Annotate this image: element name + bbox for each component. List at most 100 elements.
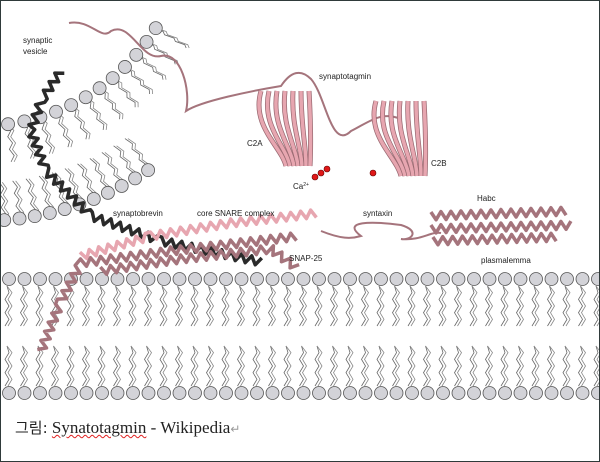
lipid-head — [95, 386, 109, 400]
lipid-tail — [22, 345, 28, 387]
lipid-head — [389, 272, 404, 286]
lipid-head — [12, 211, 27, 226]
snap25-helix-1 — [37, 231, 298, 352]
lipid-tail — [24, 121, 34, 159]
lipid-head — [27, 209, 42, 224]
lipid-tail — [66, 345, 72, 387]
caption-separator: - — [146, 418, 161, 437]
lipid-tail — [409, 345, 416, 387]
lipid-head — [48, 272, 63, 286]
lipid-head — [141, 163, 156, 178]
lipid-head — [157, 386, 171, 400]
lipid-head — [139, 35, 154, 49]
lipid-head — [141, 272, 156, 286]
lipid-tail — [254, 285, 261, 327]
lipid-tail — [239, 345, 245, 387]
lipid-head — [57, 202, 72, 216]
lipid-head — [498, 386, 512, 400]
lipid-head — [203, 272, 218, 286]
habc-helix-a — [429, 205, 568, 222]
lipid-head — [327, 272, 342, 286]
lipid-tail — [206, 345, 211, 387]
lipid-tail — [347, 285, 354, 327]
label-plasmalemma: plasmalemma — [481, 256, 531, 265]
lipid-tail — [190, 285, 196, 327]
lipid-head — [64, 386, 78, 400]
lipid-tail — [562, 285, 568, 327]
lipid-tail — [208, 345, 214, 387]
lipid-tail — [252, 285, 258, 327]
lipid-tail — [124, 66, 154, 95]
lipid-tail — [301, 285, 307, 327]
lipid-tail — [136, 54, 164, 80]
calcium-ion — [317, 169, 325, 177]
lipid-head — [405, 272, 419, 286]
lipid-head — [219, 386, 233, 400]
lipid-head — [17, 272, 32, 286]
lipid-tail — [502, 345, 509, 387]
label-vesicle: vesicle — [23, 47, 48, 56]
lipid-tail — [345, 345, 351, 387]
lipid-head — [560, 272, 574, 286]
beta-strand — [405, 100, 419, 177]
lipid-tail — [68, 345, 75, 387]
lipid-head — [95, 272, 109, 286]
lipid-tail — [580, 285, 586, 327]
lipid-tail — [55, 111, 71, 148]
beta-strand — [372, 100, 403, 177]
label-calcium: Ca2+ — [293, 182, 309, 191]
figure-caption: 그림: Synatotagmin - Wikipedia↵ — [15, 417, 240, 438]
lipid-tail — [562, 345, 568, 387]
lipid-tail — [221, 345, 227, 387]
beta-strand — [265, 90, 292, 167]
label-synaptotagmin: synaptotagmin — [319, 72, 371, 81]
lipid-tail — [112, 77, 136, 108]
lipid-tail — [285, 285, 292, 327]
lipid-head — [498, 272, 512, 286]
lipid-tail — [469, 285, 475, 327]
lipid-tail — [330, 345, 335, 387]
lipid-head — [2, 272, 16, 286]
lipid-tail — [115, 345, 121, 387]
lipid-head — [560, 386, 574, 400]
lipid-head — [343, 386, 357, 400]
lipid-head — [312, 386, 326, 400]
lipid-tail — [268, 345, 273, 387]
lipid-tail — [330, 285, 335, 327]
lipid-head — [157, 272, 171, 286]
lipid-tail — [239, 285, 245, 327]
lipid-tail — [37, 345, 44, 387]
lipid-tail — [4, 285, 10, 327]
lipid-tail — [564, 285, 571, 327]
lipid-tail — [40, 116, 56, 154]
lipid-tail — [146, 41, 179, 65]
lipid-head — [78, 90, 93, 105]
beta-strand — [307, 90, 313, 167]
lipid-tail — [547, 285, 552, 327]
synaptotagmin-diagram: synaptic vesicle synaptotagmin C2A C2B C… — [1, 21, 599, 400]
lipid-tail — [440, 285, 447, 327]
lipid-tail — [518, 285, 524, 327]
lipid-head — [110, 386, 125, 400]
lipid-tail — [192, 285, 199, 327]
caption-title: Synatotagmin — [51, 418, 147, 437]
beta-strand — [282, 90, 300, 167]
lipid-head — [358, 386, 373, 400]
beta-strand — [380, 100, 407, 177]
lipid-tail — [84, 285, 90, 327]
lipid-tail — [547, 345, 552, 387]
lipid-head — [172, 272, 187, 286]
lipid-tail — [593, 345, 599, 387]
lipid-head — [49, 104, 63, 119]
lipid-head — [296, 272, 311, 286]
lipid-head — [513, 386, 528, 400]
lipid-tail — [113, 285, 118, 327]
lipid-tail — [394, 285, 400, 327]
lipid-tail — [237, 285, 242, 327]
lipid-head — [203, 386, 218, 400]
lipid-tail — [254, 345, 261, 387]
caption-prefix: 그림: — [15, 419, 48, 437]
lipid-tail — [144, 285, 149, 327]
label-synaptobrevin: synaptobrevin — [113, 209, 163, 218]
